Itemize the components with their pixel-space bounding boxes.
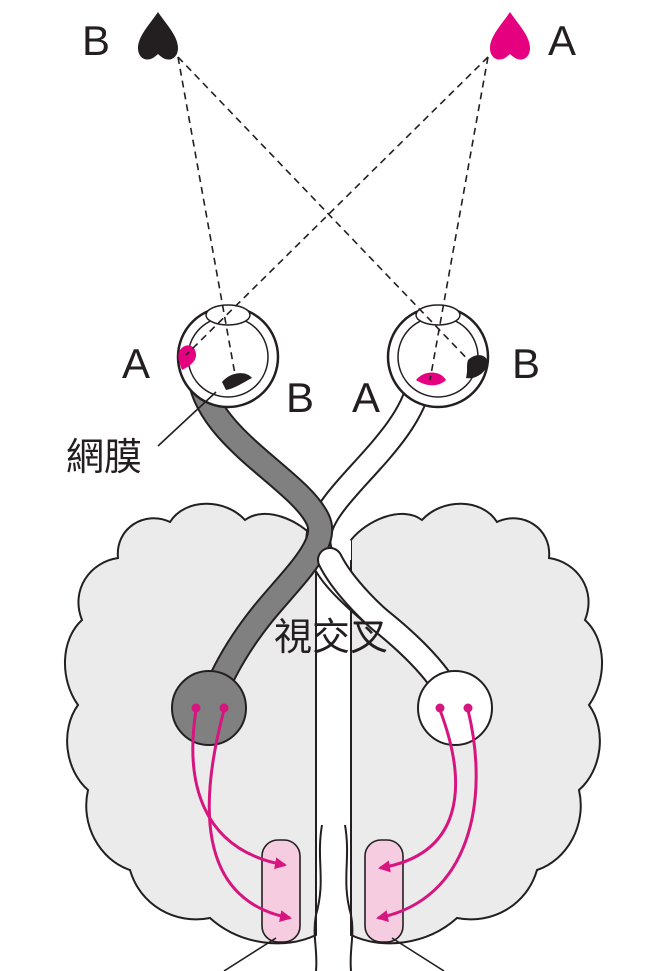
label-object-a: A — [548, 17, 576, 64]
projection-arrow — [191, 709, 287, 870]
object-b-heart — [138, 12, 178, 60]
right-cortex-target — [364, 839, 404, 943]
right-eye — [386, 304, 490, 409]
longitudinal-fissure — [313, 824, 323, 971]
projection-origin-dot — [219, 703, 229, 713]
projection-arrow — [376, 709, 478, 922]
object-a-heart — [490, 12, 530, 60]
left-cortex-target — [261, 839, 301, 943]
retina-image-b-left — [222, 373, 252, 390]
label-object-b: B — [82, 17, 110, 64]
retina-image-b-right — [466, 355, 488, 379]
projection-origin-dot — [191, 703, 201, 713]
left-eye — [176, 304, 280, 409]
projection-origin-dot — [463, 703, 473, 713]
label-left-eye-b: B — [286, 374, 314, 421]
projection-arrow — [378, 709, 457, 873]
right-lgn — [417, 670, 493, 746]
cortex-pointer-line — [391, 937, 445, 971]
projection-arrows — [191, 709, 478, 923]
label-left-eye-a: A — [122, 340, 150, 387]
cortex-pointer-line — [223, 937, 277, 971]
label-right-eye-b: B — [512, 340, 540, 387]
label-retina: 網膜 — [66, 435, 142, 479]
left-optic-pathway-fill — [189, 367, 331, 719]
left-lgn — [171, 670, 247, 746]
longitudinal-fissure — [344, 824, 354, 971]
projection-arrow — [207, 709, 292, 923]
label-optic-chiasm: 視交叉 — [274, 615, 388, 659]
retina-pointer-line — [157, 391, 217, 447]
projection-origin-dot — [435, 703, 445, 713]
sight-lines — [177, 56, 489, 381]
retina-image-a-left — [178, 345, 196, 370]
projection-origins — [191, 703, 473, 713]
label-right-eye-a: A — [352, 374, 380, 421]
